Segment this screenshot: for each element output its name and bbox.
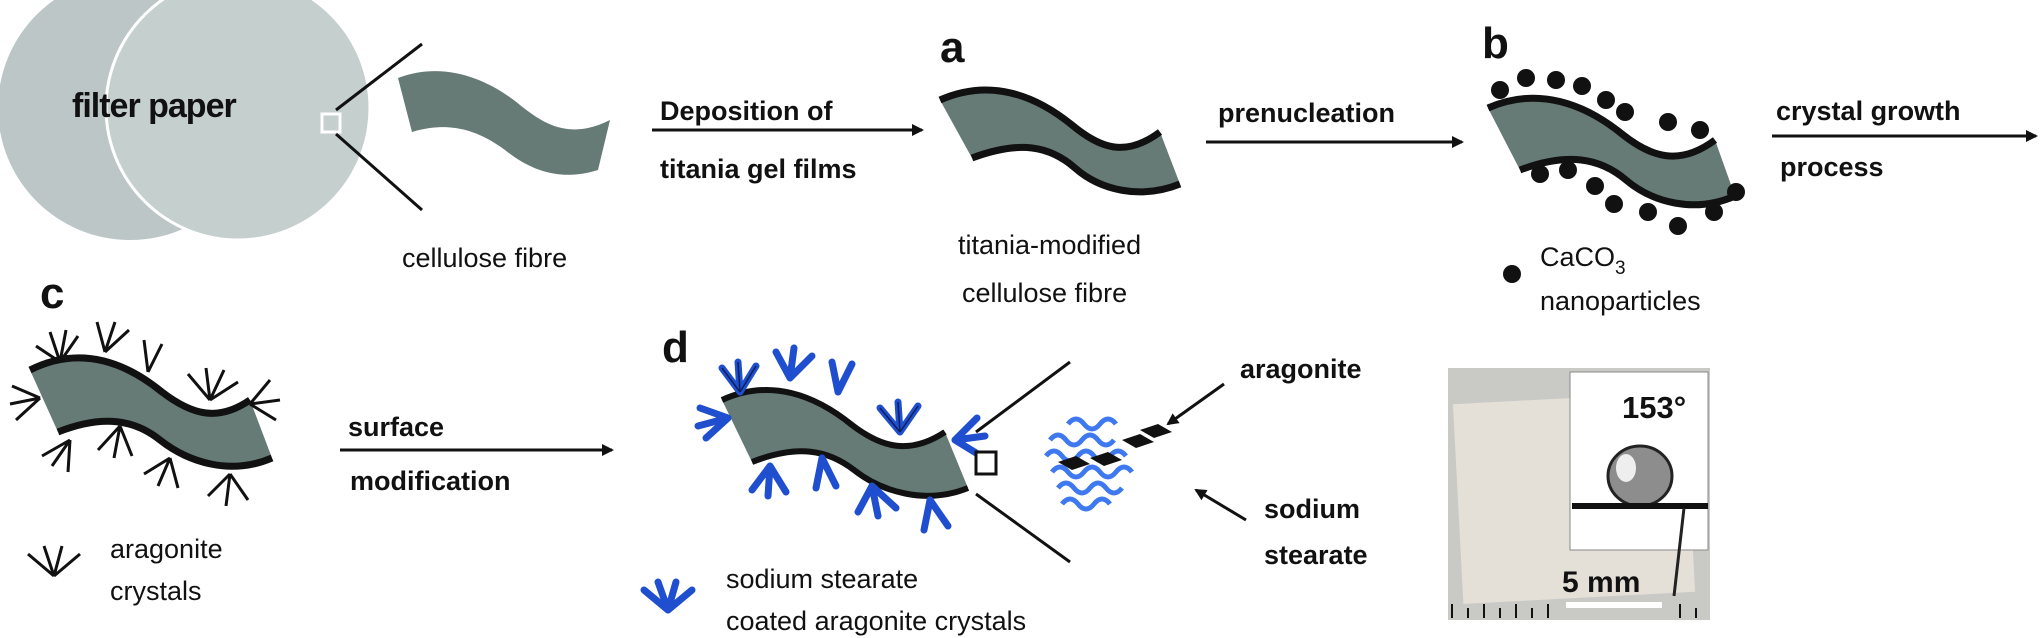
step-titania-line2: titania gel films (660, 154, 857, 184)
step-surface-line2: modification (350, 466, 511, 496)
droplet-highlight (1616, 454, 1636, 482)
cellulose-fibre (398, 71, 610, 175)
cellulose-fibre-label: cellulose fibre (402, 243, 567, 273)
panel-letter-c: c (40, 269, 64, 318)
stearate-film-top (720, 387, 947, 450)
aragonite-film-top (28, 354, 252, 417)
nanoparticle (1573, 77, 1591, 95)
filter-paper-illustration: filter paper (0, 0, 423, 242)
water-droplet (1606, 444, 1674, 508)
stearate-film-bottom (750, 448, 970, 499)
stearate-coated-fibre (722, 390, 968, 496)
aragonite-platelets-detail (1058, 424, 1172, 470)
nanoparticle (1547, 71, 1565, 89)
zoom-square-d (974, 450, 998, 476)
titania-gel-film-bottom (970, 143, 1182, 196)
stearate-fan-outlines (721, 361, 919, 433)
nanoparticle (1691, 121, 1709, 139)
coated-crystal-legend-icon (640, 578, 696, 614)
nanoparticle (1659, 113, 1677, 131)
nanoparticle (1639, 203, 1657, 221)
nanoparticle (1727, 183, 1745, 201)
ruler-ticks (1451, 604, 1697, 618)
zoom-line-top (335, 42, 423, 112)
needle-shadow (1672, 507, 1686, 597)
aragonite-crystals-label-line1: aragonite (110, 534, 223, 564)
titania-fibre-label-line2: cellulose fibre (962, 278, 1127, 308)
aragonite-crystal-spikes (9, 321, 281, 507)
arrow-aragonite-callout (1166, 382, 1225, 426)
contact-angle-value: 153° (1622, 390, 1686, 425)
step-surface-line1: surface (348, 412, 444, 442)
scale-bar (1566, 602, 1662, 608)
panel-letter-a: a (940, 23, 965, 72)
caco3-label-line2: nanoparticles (1540, 286, 1701, 316)
aragonite-film-bottom (56, 417, 274, 470)
step-crystal-growth-line2: process (1780, 152, 1884, 182)
sodium-callout-label-line1: sodium (1264, 494, 1360, 524)
aragonite-callout-label: aragonite (1240, 354, 1362, 384)
titania-gel-film-top (938, 86, 1163, 151)
nanoparticle (1586, 177, 1604, 195)
zoom-line-d-top (975, 360, 1071, 434)
zoom-square (320, 112, 342, 134)
step-titania-line1: Deposition of (660, 96, 833, 126)
aragonite-coated-fibre (30, 357, 272, 467)
nanoparticle (1517, 69, 1535, 87)
filter-paper-label: filter paper (72, 87, 236, 125)
coated-crystals-label-line2: coated aragonite crystals (726, 606, 1026, 636)
nanoparticle (1559, 161, 1577, 179)
nanoparticle (1616, 103, 1634, 121)
caco3-nanoparticles-on-fibre (1491, 69, 1745, 235)
nanoparticle (1531, 165, 1549, 183)
panel-letter-d: d (662, 323, 689, 372)
scale-bar-label: 5 mm (1562, 566, 1640, 599)
stearate-chains-detail (1044, 416, 1134, 512)
filter-paper-front-disc (104, 0, 372, 242)
nanoparticle (1491, 81, 1509, 99)
zoom-line-d-bottom (975, 492, 1071, 564)
nucleated-film-bottom (1518, 155, 1737, 209)
coated-crystals-label-line1: sodium stearate (726, 564, 918, 594)
nanoparticle (1597, 91, 1615, 109)
aragonite-legend-icon (27, 545, 81, 578)
nanoparticle (1705, 203, 1723, 221)
nucleated-film-top (1486, 94, 1718, 160)
titania-fibre-label-line1: titania-modified (958, 230, 1141, 260)
caco3-label-line1: CaCO3 (1540, 242, 1626, 279)
step-prenucleation-label: prenucleation (1218, 98, 1395, 128)
sample-photo: 153° 5 mm (1448, 368, 1710, 620)
titania-modified-fibre (940, 90, 1180, 192)
sodium-callout-label-line2: stearate (1264, 540, 1368, 570)
arrow-stearate-callout (1194, 488, 1247, 522)
nanoparticle (1669, 217, 1687, 235)
panel-letter-b: b (1482, 19, 1509, 68)
nucleated-fibre (1488, 98, 1735, 205)
caco3-legend-dot (1503, 265, 1521, 283)
aragonite-crystals-label-line2: crystals (110, 576, 202, 606)
zoom-line-bottom (335, 132, 423, 212)
caco3-subscript: 3 (1615, 258, 1626, 279)
nanoparticle (1605, 195, 1623, 213)
caco3-formula: CaCO (1540, 242, 1615, 272)
step-crystal-growth-line1: crystal growth (1776, 96, 1961, 126)
